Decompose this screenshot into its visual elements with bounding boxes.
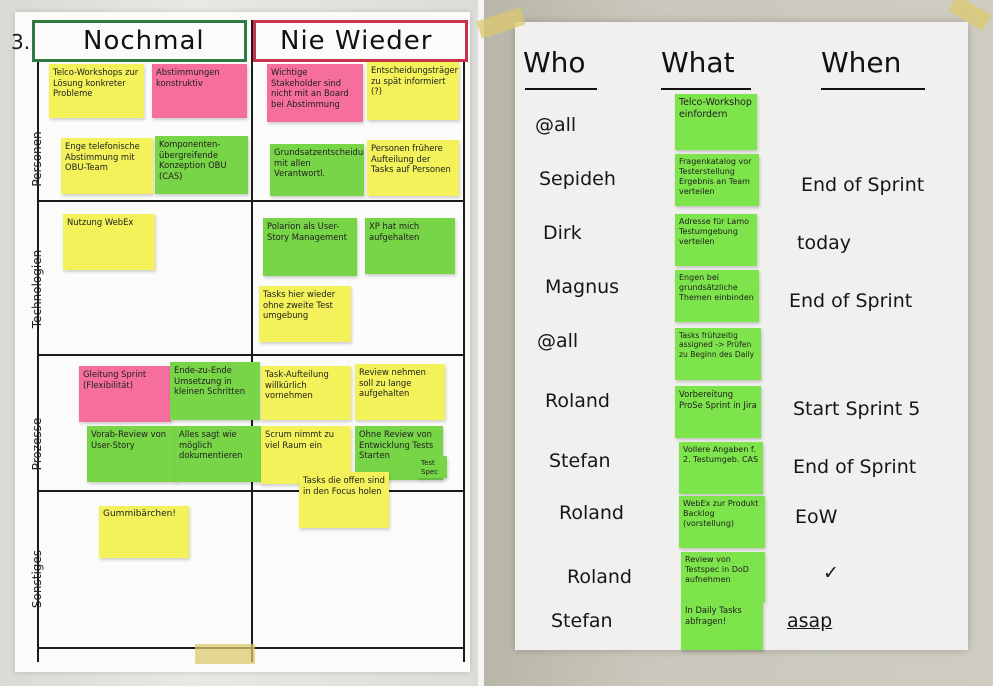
grid-line-right: [463, 62, 465, 662]
flipchart-retro-board: 3. Nochmal Nie Wieder Personen Technolog…: [11, 12, 470, 672]
action-note: Review von Testspec in DoD aufnehmen: [681, 552, 765, 602]
action-note: Tasks frühzeitig assigned -> Prüfen zu B…: [675, 328, 761, 380]
sticky-note: Review nehmen soll zu lange aufgehalten: [355, 364, 445, 420]
header-again: Nochmal: [83, 26, 205, 56]
sticky-note: Alles sagt wie möglich dokumentieren: [175, 426, 265, 482]
header-box-never-again: [253, 20, 468, 62]
grid-line-row-2: [37, 354, 465, 356]
col-header-who: Who: [523, 46, 586, 79]
who-entry: @all: [537, 330, 579, 352]
sticky-note: Test Spec: [417, 456, 447, 478]
sticky-note: Komponenten-übergreifende Konzeption OBU…: [155, 136, 248, 194]
sticky-note: Nutzung WebEx: [63, 214, 155, 270]
who-entry: Dirk: [543, 222, 582, 244]
sticky-note: Enge telefonische Abstimmung mit OBU-Tea…: [61, 138, 153, 194]
grid-line-row-3: [37, 490, 465, 492]
sticky-note: Tasks die offen sind in den Focus holen: [299, 472, 389, 528]
when-entry: Start Sprint 5: [793, 398, 921, 420]
row-label-persons: Personen: [30, 131, 44, 187]
grid-line-left: [37, 62, 39, 662]
who-entry: Roland: [559, 502, 624, 524]
header-box-again: [32, 20, 247, 62]
action-note: WebEx zur Produkt Backlog (vorstellung): [679, 496, 765, 548]
grid-line-center: [251, 20, 253, 662]
sticky-note: Gleitung Sprint (Flexibilität): [79, 366, 171, 422]
when-entry: End of Sprint: [789, 290, 913, 312]
row-label-processes: Prozesse: [30, 417, 44, 471]
sticky-note: Wichtige Stakeholder sind nicht mit an B…: [267, 64, 363, 122]
header-never-again: Nie Wieder: [280, 26, 433, 56]
action-note: Vollere Angaben f. 2. Testumgeb. CAS: [679, 442, 763, 494]
row-label-technologies: Technologien: [30, 249, 44, 329]
when-entry: today: [797, 232, 852, 254]
sticky-note: Gummibärchen!: [99, 506, 189, 558]
when-entry: ✓: [823, 562, 839, 584]
sticky-note: Ende-zu-Ende Umsetzung in kleinen Schrit…: [170, 362, 260, 420]
who-entry: Roland: [545, 390, 610, 412]
sticky-note: Telco-Workshops zur Lösung konkreter Pro…: [49, 64, 144, 118]
action-note: Vorbereitung ProSe Sprint in Jira: [675, 386, 761, 438]
sticky-note: Grundsatzentscheidungen mit allen Verant…: [270, 144, 364, 196]
sticky-note: Entscheidungsträger zu spät informiert (…: [367, 62, 459, 120]
photo-divider: [478, 0, 484, 686]
underline-when: [821, 88, 925, 90]
action-note: Adresse für Lamo Testumgebung verteilen: [675, 214, 757, 266]
underline-what: [661, 88, 751, 90]
board-number: 3.: [11, 30, 31, 54]
sticky-note: XP hat mich aufgehalten: [365, 218, 455, 274]
who-entry: Stefan: [551, 610, 613, 632]
when-entry: EoW: [795, 506, 838, 528]
underline-who: [525, 88, 597, 90]
action-note: Fragenkatalog vor Testerstellung Ergebni…: [675, 154, 759, 206]
sticky-note: Personen frühere Aufteilung der Tasks au…: [367, 140, 459, 196]
sticky-note: Tasks hier wieder ohne zweite Test umgeb…: [259, 286, 351, 342]
action-note: In Daily Tasks abfragen!: [681, 602, 763, 650]
who-entry: Roland: [567, 566, 632, 588]
sticky-note: Vorab-Review von User-Story: [87, 426, 177, 482]
who-entry: @all: [535, 114, 577, 136]
sticky-note: Abstimmungen konstruktiv: [152, 64, 247, 118]
sticky-note: Task-Aufteilung willkürlich vornehmen: [261, 366, 351, 420]
col-header-when: When: [821, 46, 902, 79]
flipchart-action-items: Who What When @all Telco-Workshop einfor…: [515, 22, 968, 650]
col-header-what: What: [661, 46, 735, 79]
when-entry: End of Sprint: [801, 174, 925, 196]
row-label-misc: Sonstiges: [30, 549, 44, 609]
masking-tape: [195, 644, 255, 664]
sticky-note: Polarion als User-Story Management: [263, 218, 357, 276]
who-entry: Sepideh: [539, 168, 616, 190]
grid-line-row-1: [37, 200, 465, 202]
when-entry: End of Sprint: [793, 456, 917, 478]
when-entry: asap: [787, 610, 833, 632]
action-note: Telco-Workshop einfordern: [675, 94, 757, 150]
action-note: Engen bei grundsätzliche Themen einbinde…: [675, 270, 759, 322]
who-entry: Magnus: [545, 276, 620, 298]
who-entry: Stefan: [549, 450, 611, 472]
